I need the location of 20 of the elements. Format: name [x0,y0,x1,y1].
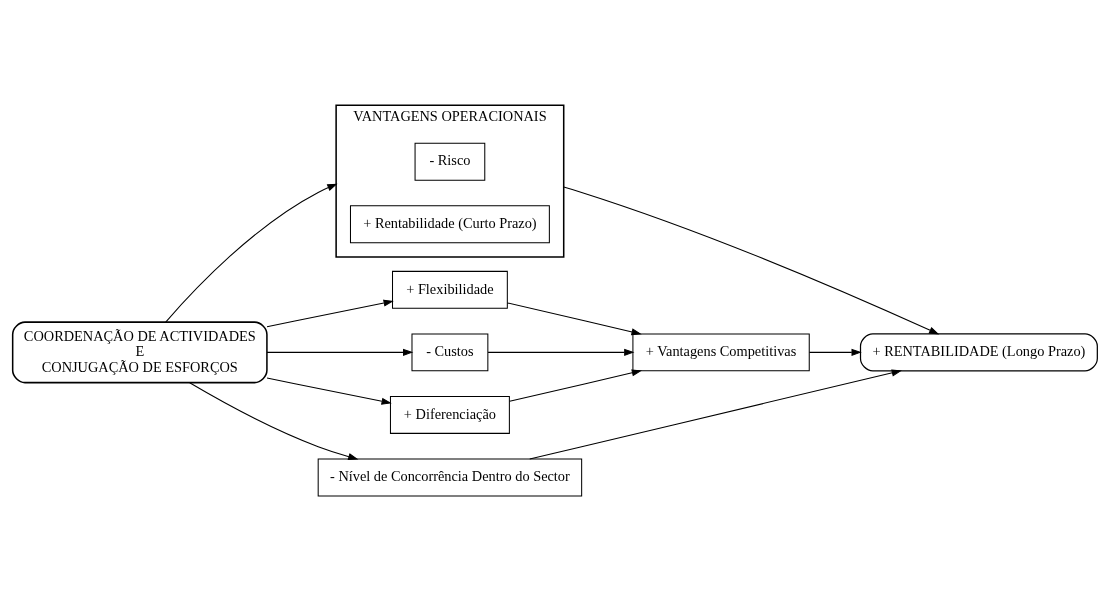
arrow [165,183,338,323]
arrow [487,348,635,356]
node-box: + Flexibilidade [392,270,508,309]
arrow [266,377,392,405]
node-box: + RENTABILIDADE (Longo Prazo) [859,333,1098,372]
node-box: - Custos [411,333,489,372]
arrow [189,382,359,461]
arrow [506,302,642,336]
arrow [529,369,902,460]
node-box: + Rentabilidade (Curto Prazo) [349,205,550,244]
node-box: COORDENAÇÃO DE ACTIVIDADES E CONJUGAÇÃO DE ESFORÇOS [11,321,268,384]
node-box: - Nível de Concorrência Dentro do Sector [317,458,583,497]
arrow [266,299,394,328]
arrow [808,348,862,356]
arrow [266,348,414,356]
arrow [509,369,643,402]
node-box: + Diferenciação [389,395,510,434]
node-box: - Risco [414,142,486,181]
arrow [563,186,940,335]
node-box: + Vantagens Competitivas [632,333,810,372]
